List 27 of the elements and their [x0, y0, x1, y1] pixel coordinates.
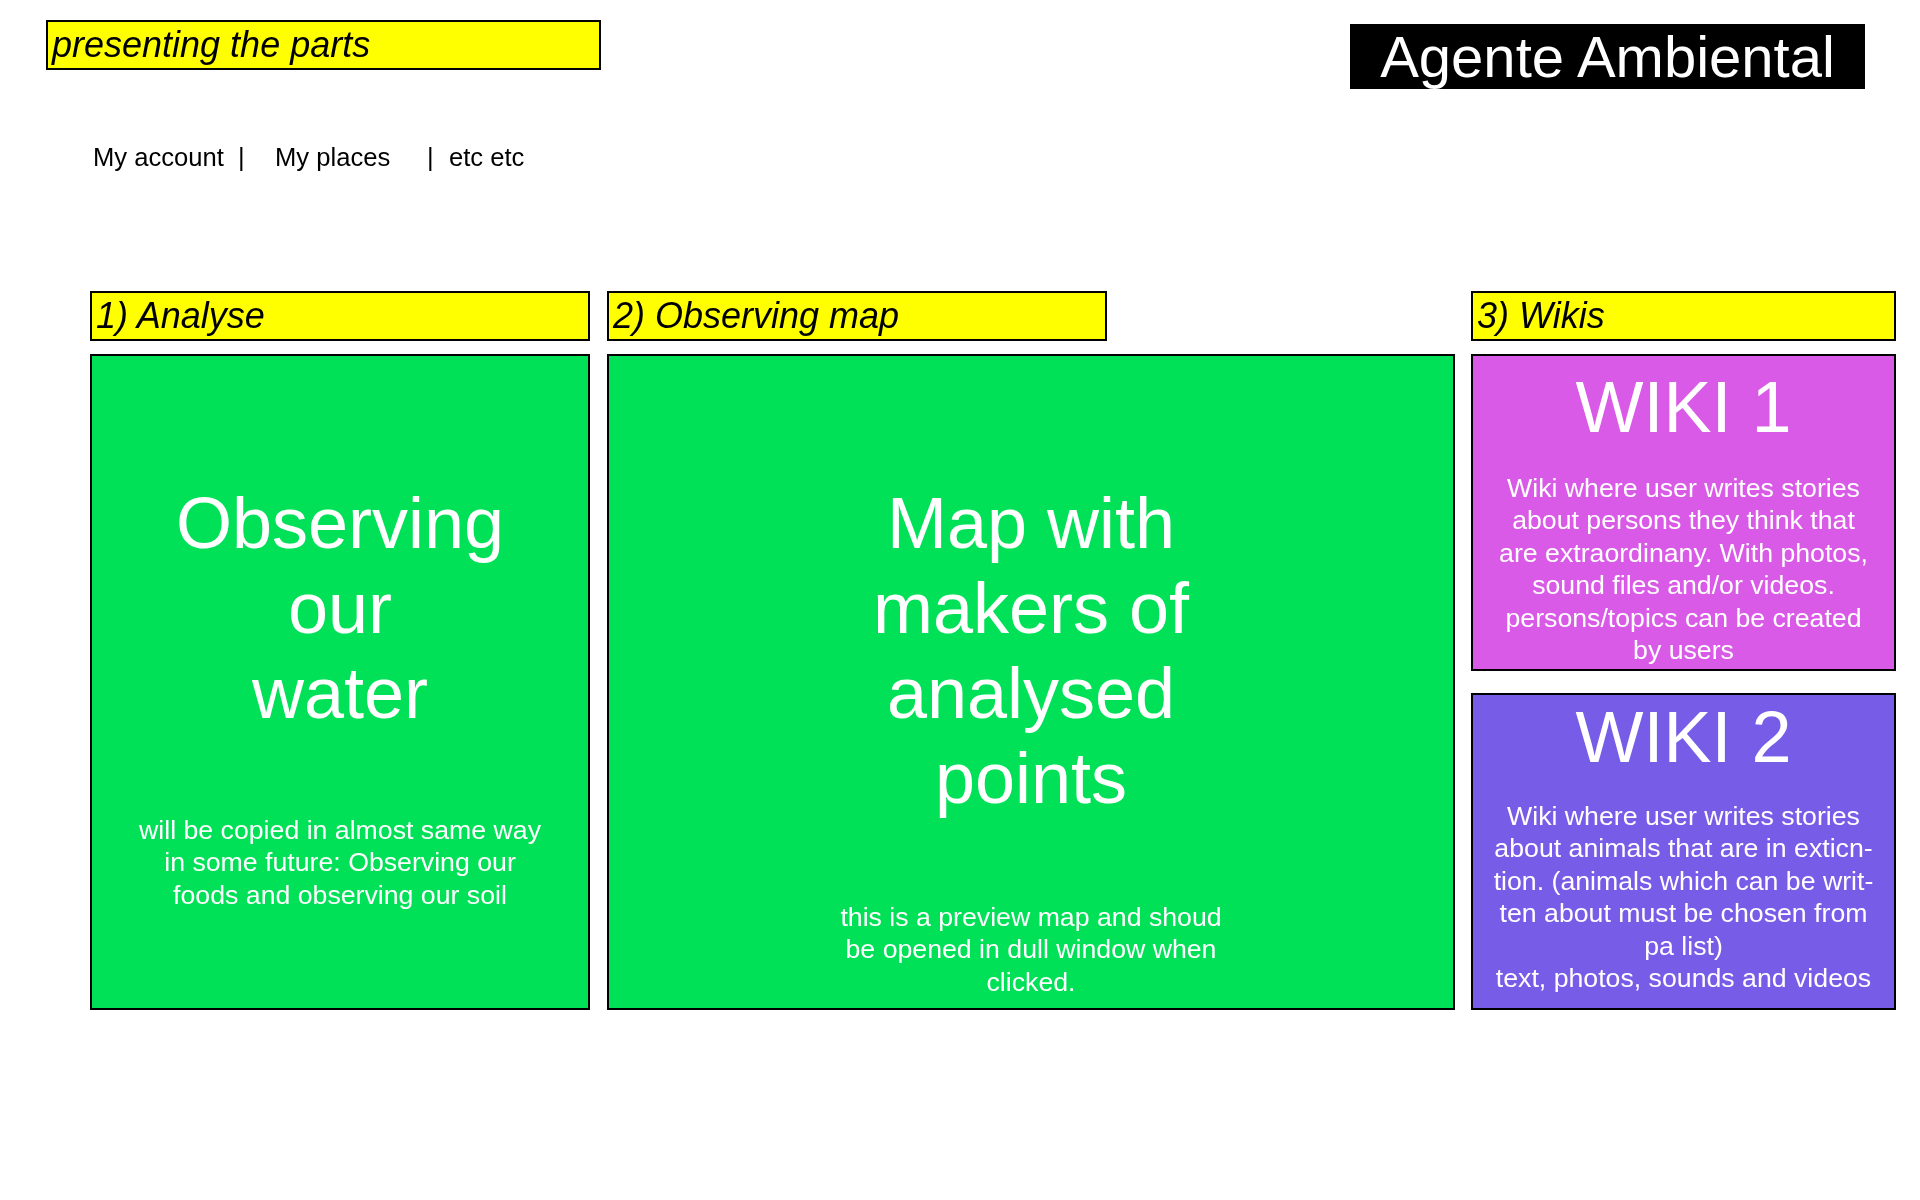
section-title: 3) Wikis [1477, 296, 1605, 336]
nav-link: etc etc [449, 142, 525, 172]
nav-separator: | [238, 142, 245, 172]
page-title: Agente Ambiental [1350, 24, 1865, 89]
section-title: 2) Observing map [613, 296, 900, 336]
content-panel [90, 354, 590, 1010]
nav-link: My places [275, 142, 391, 172]
wiki-description: Wiki where user writes stories about animals that are in exticn- tion. (animals which can be writ- ten about must be chosen from pa list) [1492, 800, 1875, 963]
panel-title: Observing our water [175, 482, 505, 735]
wiki-description: Wiki where user writes stories about persons they think that are extraordinany. With photos, sound files and/or videos. persons/topics can be created by users [1498, 472, 1869, 667]
content-panel [607, 354, 1455, 1010]
section-title: 1) Analyse [96, 296, 265, 336]
wiki-title: WIKI 1 [1575, 367, 1792, 447]
wiki-title: WIKI 2 [1575, 697, 1792, 777]
section-header-bar [46, 20, 601, 70]
wiki-card [1471, 693, 1896, 1010]
section-header-bar [90, 291, 590, 341]
wiki-card [1471, 354, 1896, 671]
panel-description: will be copied in almost same way in some future: Observing our foods and observing our soil [138, 814, 542, 912]
wiki-description: text, photos, sounds and videos [1495, 962, 1872, 995]
nav-separator: | [427, 142, 434, 172]
section-header-bar [607, 291, 1107, 341]
section-header-bar [1471, 291, 1896, 341]
panel-title: Map with makers of analysed points [871, 482, 1191, 820]
panel-description: this is a preview map and shoud be opened in dull window when clicked. [839, 901, 1223, 999]
section-title: presenting the parts [52, 25, 371, 65]
nav-link: My account [93, 142, 224, 172]
